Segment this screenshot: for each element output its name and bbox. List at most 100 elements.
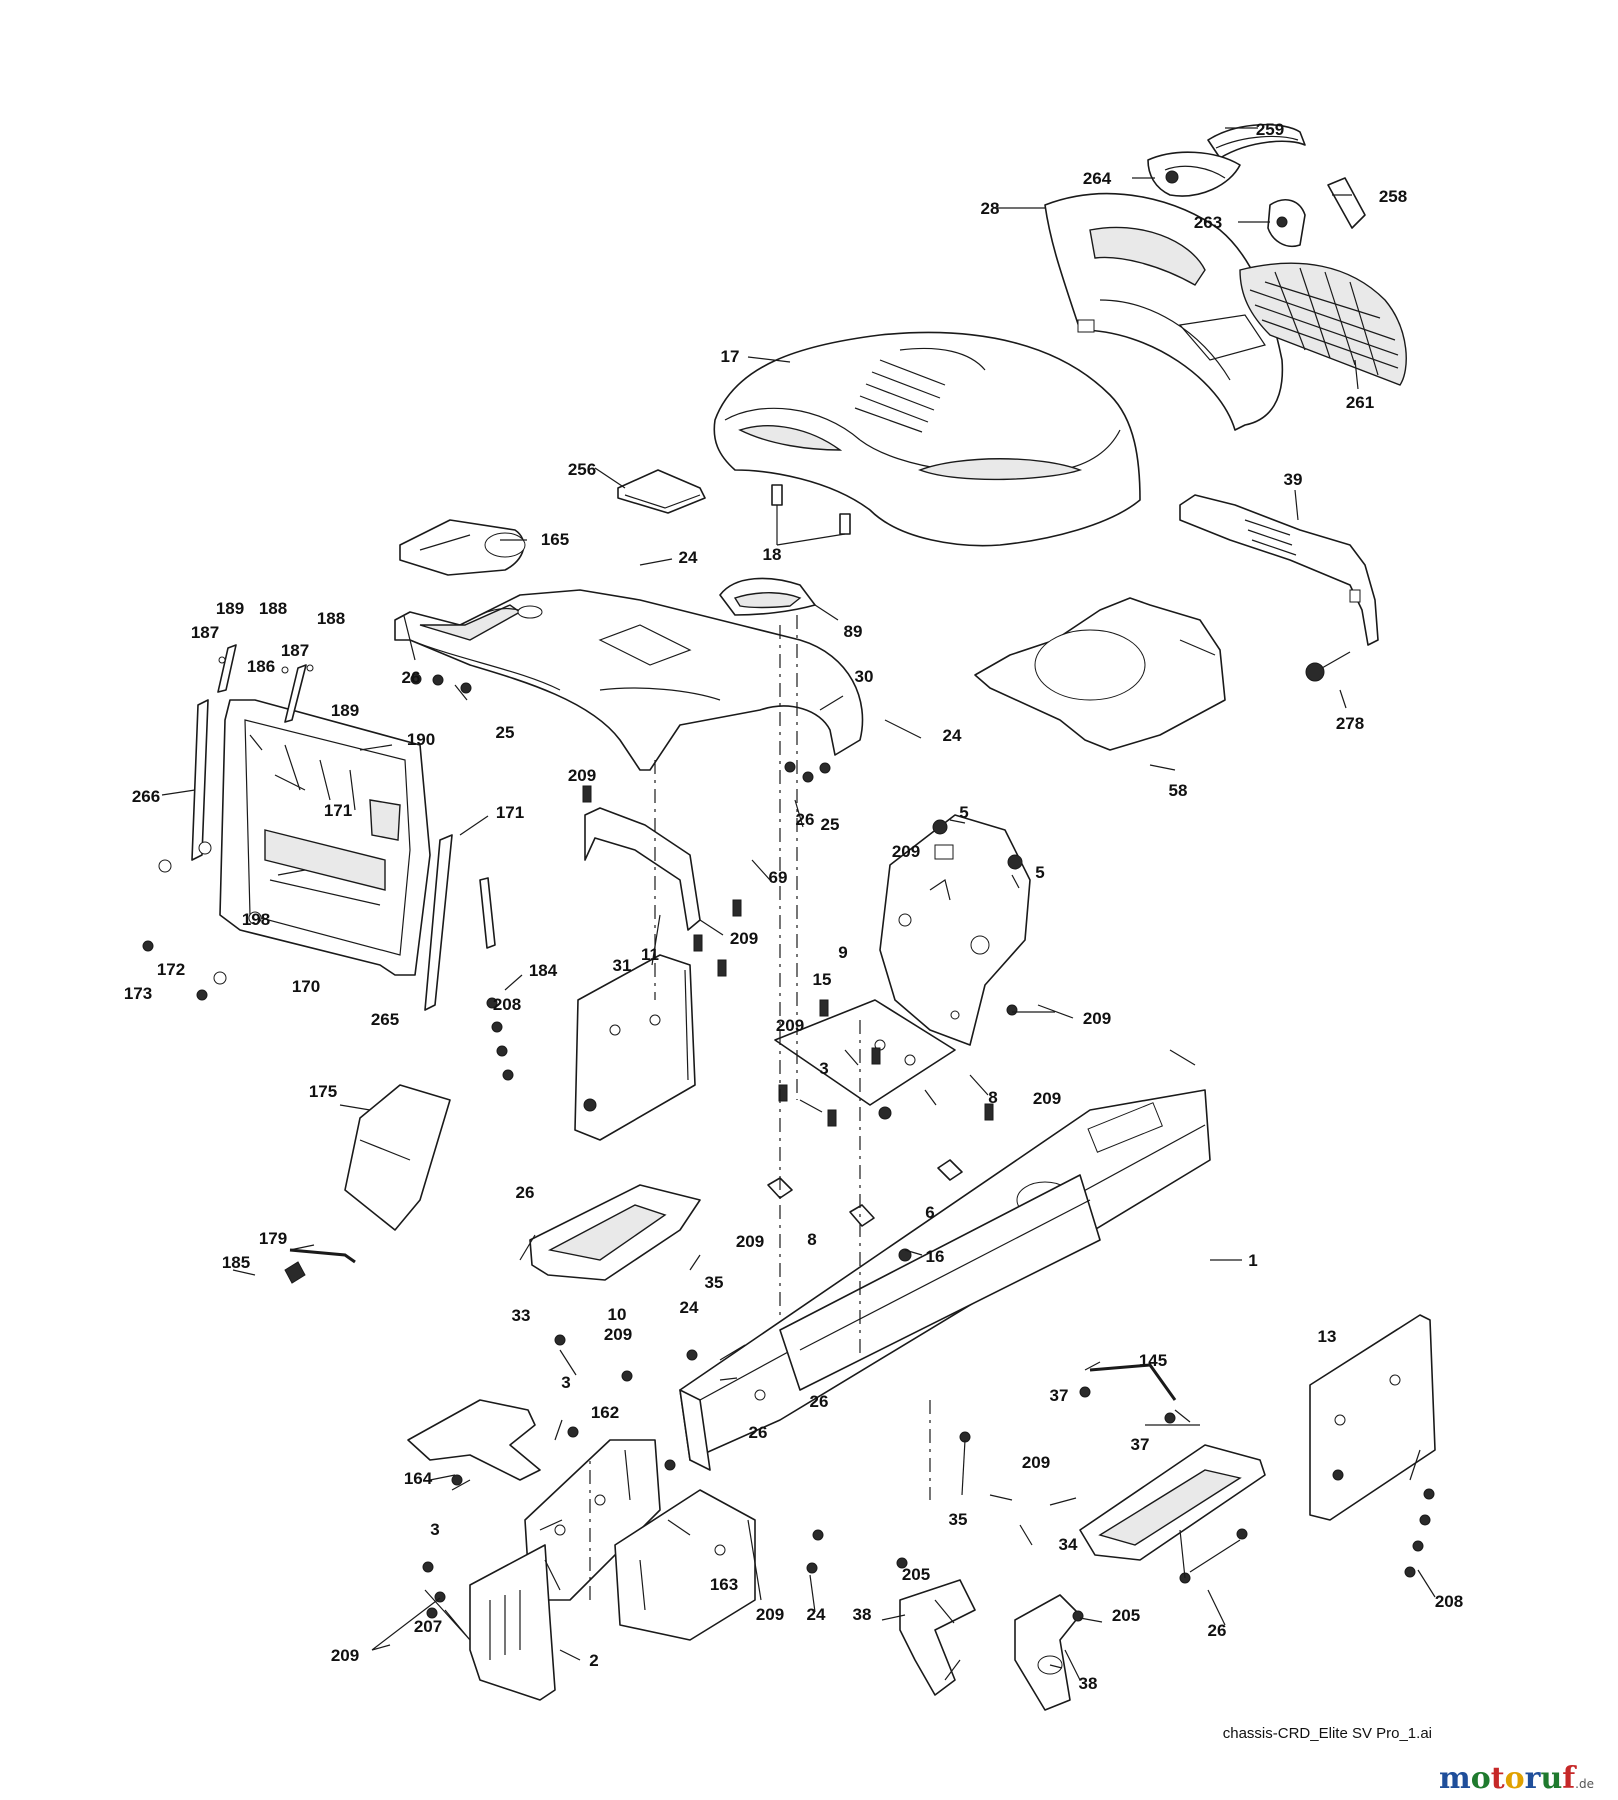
part-lift-links — [217, 644, 314, 723]
callout-label: 26 — [796, 810, 815, 829]
callout-label: 10 — [608, 1305, 627, 1324]
part-mount-plate — [774, 999, 956, 1106]
brand-letter: u — [1540, 1761, 1562, 1796]
callout-label: 3 — [561, 1373, 570, 1392]
part-caps — [932, 819, 1023, 870]
callout-label: 187 — [191, 623, 219, 642]
callout-label: 266 — [132, 787, 160, 806]
part-small-bracket — [479, 877, 496, 949]
part-axle-bracket-left — [899, 1579, 976, 1696]
part-side-plate-rear — [614, 1489, 756, 1641]
callout-label: 264 — [1083, 169, 1112, 188]
part-hood-bracket — [1179, 494, 1379, 646]
callout-label: 205 — [1112, 1606, 1140, 1625]
part-access-cover — [617, 469, 706, 514]
callout-label: 259 — [1256, 120, 1284, 139]
brand-letter: t — [1491, 1761, 1505, 1796]
part-footrest-left — [529, 1184, 701, 1281]
callout-label: 189 — [331, 701, 359, 720]
callout-label: 278 — [1336, 714, 1364, 733]
callout-label: 184 — [529, 961, 558, 980]
callout-label: 26 — [749, 1423, 768, 1442]
part-grille-top-trim — [1207, 123, 1306, 159]
callout-label: 26 — [1208, 1621, 1227, 1640]
callout-label: 164 — [404, 1469, 433, 1488]
part-trim-strip-left — [191, 699, 209, 861]
callout-label: 11 — [641, 945, 659, 964]
callout-label: 3 — [430, 1520, 439, 1539]
callout-label: 173 — [124, 984, 152, 1003]
brand-suffix: .de — [1575, 1777, 1594, 1791]
part-axle-bracket-right — [1014, 1594, 1081, 1711]
callout-label: 209 — [568, 766, 596, 785]
callout-label: 5 — [959, 803, 968, 822]
callout-label: 256 — [568, 460, 596, 479]
callout-label: 24 — [679, 548, 698, 567]
brand-letter: o — [1471, 1761, 1491, 1796]
callout-label: 3 — [819, 1059, 828, 1078]
brand-logo: motoruf.de — [1439, 1761, 1594, 1796]
alignment-lines — [589, 615, 931, 1600]
callout-label: 189 — [216, 599, 244, 618]
callout-label: 26 — [810, 1392, 829, 1411]
part-lens-small — [1327, 177, 1366, 229]
callout-label: 6 — [925, 1203, 934, 1222]
callout-label: 35 — [949, 1510, 968, 1529]
callout-label: 26 — [402, 668, 421, 687]
part-footrest-right — [1079, 1444, 1266, 1561]
callout-label: 209 — [736, 1232, 764, 1251]
callout-label: 16 — [926, 1247, 945, 1266]
callout-label: 188 — [317, 609, 345, 628]
callout-label: 208 — [493, 995, 521, 1014]
callout-label: 58 — [1169, 781, 1188, 800]
callout-label: 37 — [1050, 1386, 1069, 1405]
callout-label: 37 — [1131, 1435, 1150, 1454]
callout-label: 208 — [1435, 1592, 1463, 1611]
part-baffle — [974, 597, 1226, 751]
callout-label: 187 — [281, 641, 309, 660]
part-washers-nuts — [142, 841, 262, 1001]
part-steering-support — [879, 814, 1031, 1046]
part-side-plate-right — [1309, 1314, 1436, 1521]
part-hood — [713, 331, 1141, 547]
callout-label: 28 — [981, 199, 1000, 218]
callout-label: 209 — [756, 1605, 784, 1624]
callout-label: 207 — [414, 1617, 442, 1636]
callout-label: 145 — [1139, 1351, 1167, 1370]
callout-label: 25 — [496, 723, 515, 742]
callout-label: 188 — [259, 599, 287, 618]
part-rod — [1079, 1363, 1177, 1424]
callout-label: 209 — [892, 842, 920, 861]
callout-label: 170 — [292, 977, 320, 996]
callout-label: 209 — [1083, 1009, 1111, 1028]
callout-label: 2 — [589, 1651, 598, 1670]
part-deflector — [407, 1399, 541, 1481]
callout-label: 185 — [222, 1253, 250, 1272]
callout-label: 179 — [259, 1229, 287, 1248]
part-trim-strip-right — [424, 834, 453, 1011]
callout-label: 209 — [1022, 1453, 1050, 1472]
callout-label: 25 — [821, 815, 840, 834]
part-cup-holder — [399, 519, 526, 576]
callout-label: 17 — [721, 347, 740, 366]
brand-letter: f — [1562, 1761, 1577, 1796]
callout-label: 30 — [855, 667, 874, 686]
callout-label: 35 — [705, 1273, 724, 1292]
callout-label: 205 — [902, 1565, 930, 1584]
part-side-plate-left — [574, 954, 696, 1141]
callout-label: 38 — [853, 1605, 872, 1624]
callout-label: 69 — [769, 868, 788, 887]
callout-leaders — [161, 127, 1436, 1681]
callout-label: 163 — [710, 1575, 738, 1594]
callout-label: 162 — [591, 1403, 619, 1422]
brand-letters: motoruf — [1439, 1761, 1577, 1796]
callout-label: 39 — [1284, 470, 1303, 489]
callout-label: 38 — [1079, 1674, 1098, 1693]
callout-label: 198 — [242, 910, 270, 929]
callout-label: 89 — [844, 622, 863, 641]
callout-label: 26 — [516, 1183, 535, 1202]
callout-label: 186 — [247, 657, 275, 676]
part-shield — [344, 1084, 451, 1231]
part-headlight-right — [1267, 199, 1306, 247]
